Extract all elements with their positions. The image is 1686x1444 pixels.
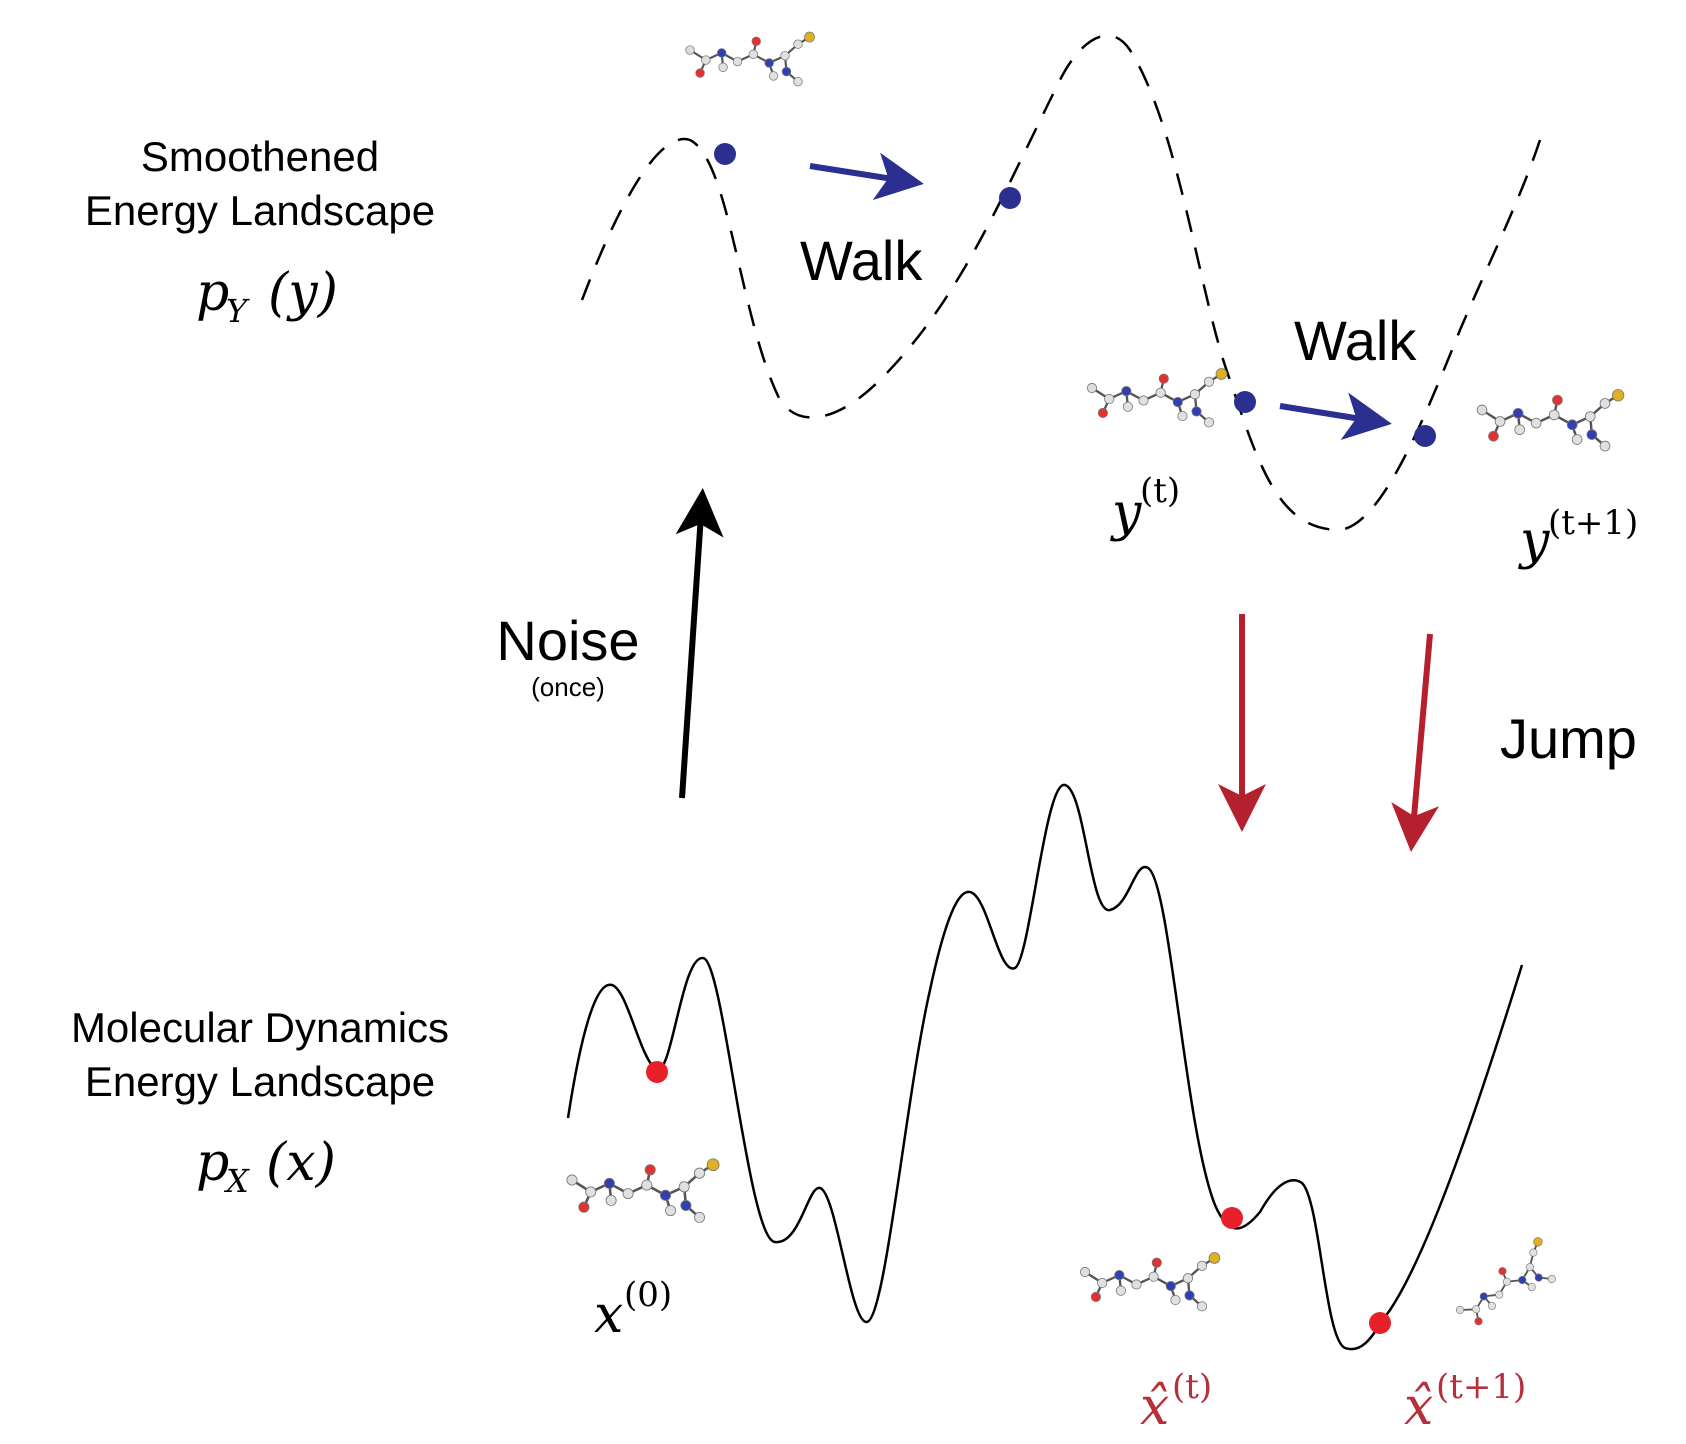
md-title-line2: Energy Landscape [85,1058,435,1105]
label-xhat-t: x̂ (t) [1140,1367,1212,1437]
md-symbol-sub: X [223,1162,250,1200]
label-x0-base: x [594,1285,623,1345]
md-title-line1: Molecular Dynamics [71,1004,449,1051]
molecule-icon-xhat-t [1079,1251,1222,1313]
jump-label: Jump [1500,707,1637,770]
label-xhat-t1: x̂ (t+1) [1404,1367,1526,1437]
walk-label-top: Walk [800,229,923,292]
smoothed-symbol-arg: (y) [268,263,338,323]
smoothed-point-walk1 [999,187,1021,209]
md-point-xhat-t1 [1369,1312,1391,1334]
label-xhat-t1-base: x̂ [1404,1377,1433,1437]
molecule-icon-y-t [1086,367,1229,429]
label-x0: x (0) [594,1275,672,1345]
smoothed-point-y-t1 [1414,425,1436,447]
md-symbol-arg: (x) [266,1133,336,1193]
jump-arrow-right [1391,633,1440,852]
smoothed-point-y-t [1234,391,1256,413]
md-point-x0 [646,1061,668,1083]
smoothed-point-start [714,143,736,165]
walk-arrow-top [809,152,924,201]
noise-sublabel: (once) [531,672,605,702]
label-x0-sup: (0) [624,1275,672,1315]
noise-label: Noise [496,609,639,672]
smoothed-title-line1: Smoothened [141,133,379,180]
smoothed-symbol-sub: Y [226,292,250,330]
label-y-t1: y (t+1) [1518,503,1638,571]
label-y-t1-sup: (t+1) [1548,503,1638,543]
molecule-icon-x0 [565,1157,721,1224]
label-y-t: y (t) [1110,471,1180,543]
md-symbol-p: p [196,1133,229,1193]
noise-arrow [675,488,724,799]
label-xhat-t-sup: (t) [1172,1367,1212,1407]
label-xhat-t-base: x̂ [1140,1377,1169,1437]
walk-label-right: Walk [1294,309,1417,372]
label-xhat-t1-sup: (t+1) [1436,1367,1526,1407]
molecule-icon-y-t1 [1475,388,1626,453]
smoothed-energy-curve [580,34,1542,532]
smoothed-symbol-p: p [196,263,229,323]
label-y-t-base: y [1110,483,1142,543]
smoothed-title-line2: Energy Landscape [85,187,435,234]
molecule-icon-top [684,30,816,88]
md-energy-curve [566,783,1524,1351]
walk-arrow-right [1279,392,1392,441]
label-y-t1-base: y [1518,511,1550,571]
molecule-icon-xhat-t1 [1447,1234,1567,1339]
md-density-symbol: p X (x) [196,1133,336,1200]
md-point-xhat-t [1221,1207,1243,1229]
smoothed-density-symbol: p Y (y) [196,263,338,330]
label-y-t-sup: (t) [1140,471,1180,511]
